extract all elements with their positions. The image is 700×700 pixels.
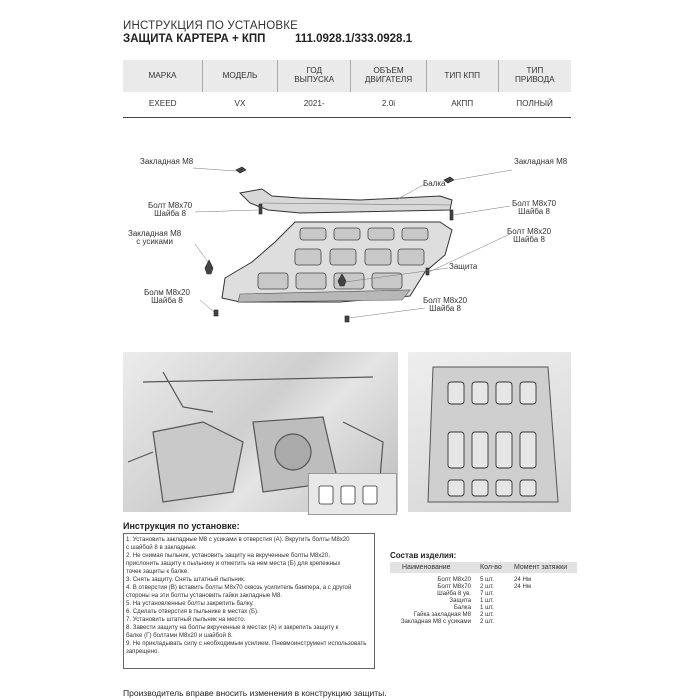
spec-head-gearbox: ТИП КПП bbox=[425, 60, 499, 92]
instruction-line: 5. На установленные болты закрепить балк… bbox=[126, 600, 254, 607]
instruction-line: с шайбой 8 в закладные. bbox=[126, 544, 197, 551]
doc-title-line1: ИНСТРУКЦИЯ ПО УСТАНОВКЕ bbox=[123, 20, 299, 32]
label-nut-top-right: Закладная М8 bbox=[514, 157, 568, 166]
instruction-line: 7. Установить штатный пыльник на место. bbox=[126, 616, 246, 623]
components-header-name: Наименование bbox=[402, 564, 451, 571]
label-beam: Балка bbox=[423, 179, 446, 188]
footer-note: Производитель вправе вносить изменения в… bbox=[123, 688, 387, 698]
instruction-line: 2. Не снимая пыльник, установить защиту … bbox=[126, 552, 330, 559]
spec-drive: ПОЛНЫЙ bbox=[516, 98, 553, 108]
instruction-line: прислонить защиту к пыльнику и отметить … bbox=[126, 560, 341, 567]
photo-installed-guard bbox=[408, 352, 571, 512]
label-nut-top-left: Закладная М8 bbox=[140, 157, 194, 166]
beam-part bbox=[238, 188, 453, 214]
instruction-line: балке (Г) болтами М8х20 и шайбой 8. bbox=[126, 632, 233, 639]
spec-head-model: МОДЕЛЬ bbox=[201, 60, 278, 92]
components-header-qty: Кол-во bbox=[480, 564, 502, 571]
spec-gearbox: АКПП bbox=[451, 98, 474, 108]
component-name: Болт М8х70 bbox=[437, 583, 471, 590]
instruction-line: 1. Установить закладные М8 с усиками в о… bbox=[126, 536, 350, 543]
spec-year: 2021- bbox=[303, 98, 325, 108]
spec-engine: 2.0i bbox=[381, 98, 396, 108]
components-header: Наименование Кол-во Момент затяжки bbox=[390, 562, 577, 573]
component-torque: 24 Нм bbox=[514, 576, 532, 583]
instruction-line: 4. В отверстия (В) вставить болты М8х70 … bbox=[126, 584, 352, 591]
instruction-line: стороны на эти болты установить гайки за… bbox=[126, 592, 283, 599]
component-qty: 1 шт. bbox=[480, 597, 494, 604]
instruction-line: 6. Сделать отверстия в пыльнике в местах… bbox=[126, 608, 259, 615]
spec-brand: EXEED bbox=[148, 98, 177, 108]
component-name: Защита bbox=[449, 597, 471, 604]
component-qty: 2 шт. bbox=[480, 611, 494, 618]
component-name: Шайба 8 ув. bbox=[437, 590, 471, 597]
component-name: Закладная М8 с усиками bbox=[400, 618, 471, 625]
spec-model: VX bbox=[234, 98, 246, 108]
label-guard: Защита bbox=[449, 262, 478, 271]
component-torque: 24 Нм bbox=[514, 583, 532, 590]
instruction-line: 8. Завести защиту на болты вкрученные в … bbox=[126, 624, 339, 631]
instruction-line: 9. Не прикладывать силу с необходимым ус… bbox=[126, 640, 367, 647]
component-qty: 2 шт. bbox=[480, 583, 494, 590]
component-qty: 1 шт. bbox=[480, 604, 494, 611]
component-qty: 2 шт. bbox=[480, 618, 494, 625]
instructions-box bbox=[123, 533, 375, 669]
guard-part bbox=[221, 221, 453, 303]
photo-inset-clip bbox=[308, 473, 397, 515]
components-title: Состав изделия: bbox=[390, 551, 457, 560]
instruction-line: запрещено. bbox=[126, 648, 160, 655]
instruction-line: 3. Снять защиту. Снять штатный пыльник. bbox=[126, 576, 246, 583]
spec-head-brand: МАРКА bbox=[123, 60, 203, 92]
components-header-torque: Момент затяжки bbox=[514, 564, 568, 571]
part-code: 111.0928.1/333.0928.1 bbox=[295, 33, 413, 45]
doc-title-line2: ЗАЩИТА КАРТЕРА + КПП bbox=[123, 33, 266, 45]
component-name: Гайка закладная М8 bbox=[413, 611, 471, 618]
component-name: Балка bbox=[453, 604, 471, 611]
component-qty: 5 шт. bbox=[480, 576, 494, 583]
instructions-title: Инструкция по установке: bbox=[123, 521, 240, 531]
component-name: Болт М8х20 bbox=[437, 576, 471, 583]
instruction-line: точек защиты к балке. bbox=[126, 568, 189, 575]
component-qty: 7 шт. bbox=[480, 590, 494, 597]
